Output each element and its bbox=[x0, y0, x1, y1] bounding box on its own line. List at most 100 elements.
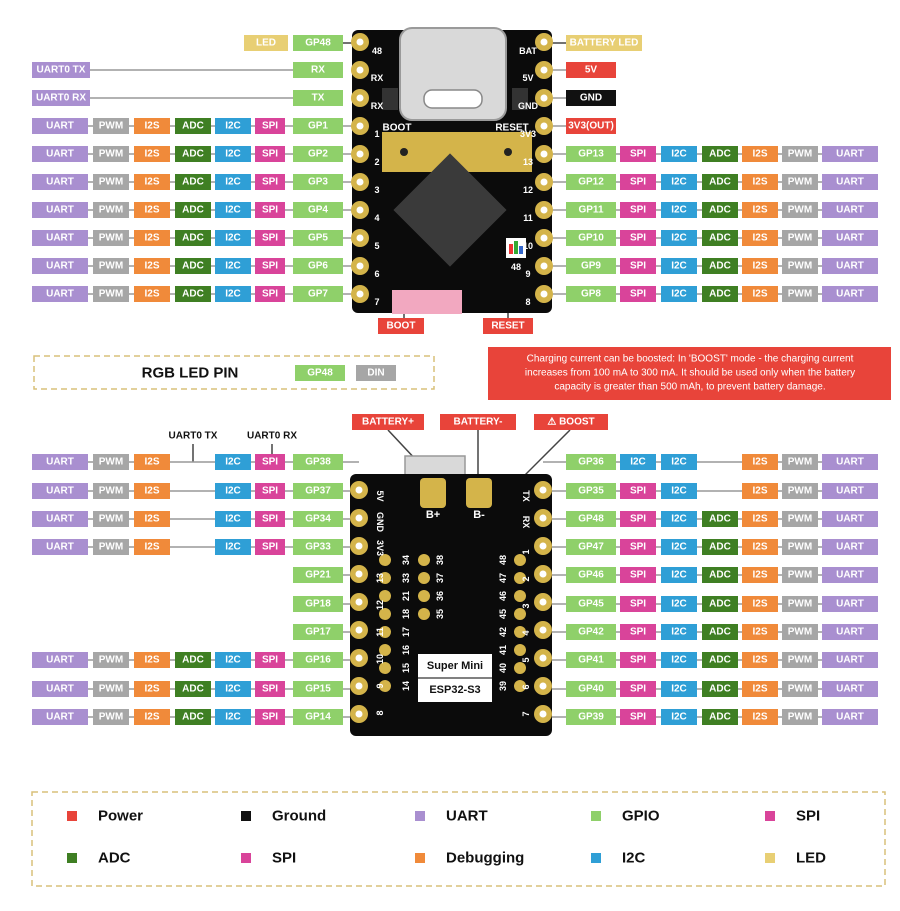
legend-swatch-power bbox=[67, 811, 77, 821]
top-right-spi-tag: SPI bbox=[620, 286, 656, 302]
top-left-spi-tag: SPI bbox=[255, 202, 285, 218]
bottom-pin-gp46-bg bbox=[566, 567, 616, 583]
top-left-i2s-tag-bg bbox=[134, 230, 170, 246]
inner-right-pad bbox=[514, 572, 526, 584]
top-right-pwm-tag: PWM bbox=[782, 146, 818, 162]
top-left-adc-tag-text: ADC bbox=[182, 205, 204, 216]
top-left-uart-tag-bg bbox=[32, 230, 88, 246]
bottom-left-i2s-tag-bg bbox=[134, 454, 170, 470]
bottom-left-i2s-tag-text: I2S bbox=[144, 542, 159, 553]
bottom-right-i2c-tag-bg bbox=[661, 709, 697, 725]
bottom-left-pwm-tag-bg bbox=[93, 483, 129, 499]
top-left-spi-tag-text: SPI bbox=[262, 205, 278, 216]
top-right-i2s-tag-text: I2S bbox=[752, 177, 767, 188]
top-left-spi-tag-bg bbox=[255, 230, 285, 246]
boot-tag: BOOT bbox=[378, 318, 424, 334]
top-right-uart-tag-bg bbox=[822, 202, 878, 218]
bottom-right-i2c-tag: I2C bbox=[661, 709, 697, 725]
top-pin-gp4-bg bbox=[293, 202, 343, 218]
boot-tag-bg bbox=[378, 318, 424, 334]
bottom-right-adc-tag: ADC bbox=[702, 652, 738, 668]
top-left-i2c-tag: I2C bbox=[215, 202, 251, 218]
bottom-right-uart-tag: UART bbox=[822, 652, 878, 668]
bottom-left-uart-tag: UART bbox=[32, 454, 88, 470]
top-left-silk: RX bbox=[371, 101, 384, 111]
bottom-right-spi-tag: SPI bbox=[620, 567, 656, 583]
bottom-left-pwm-tag-text: PWM bbox=[99, 684, 123, 695]
bottom-pin-gp40-bg bbox=[566, 681, 616, 697]
inner-mid-pad bbox=[418, 572, 430, 584]
top-left-i2s-tag: I2S bbox=[134, 174, 170, 190]
bottom-left-spi-tag: SPI bbox=[255, 652, 285, 668]
top-left-uart-tag-bg bbox=[32, 118, 88, 134]
bottom-left-adc-tag: ADC bbox=[175, 681, 211, 697]
inner-right-pad bbox=[514, 608, 526, 620]
top-left-i2s-tag-text: I2S bbox=[144, 149, 159, 160]
top-right-pwm-tag: PWM bbox=[782, 286, 818, 302]
bottom-right-adc-tag-bg bbox=[702, 539, 738, 555]
top-left-i2s-tag-text: I2S bbox=[144, 233, 159, 244]
bottom-pin-gp35-text: GP35 bbox=[578, 486, 604, 497]
top-right-i2c-tag-bg bbox=[661, 174, 697, 190]
bottom-pin-gp36: GP36 bbox=[566, 454, 616, 470]
legend-label-debugging: Debugging bbox=[446, 850, 524, 867]
battery-plus-tag: BATTERY+ bbox=[352, 414, 424, 430]
bottom-left-pwm-tag: PWM bbox=[93, 652, 129, 668]
top-right-i2s-tag: I2S bbox=[742, 286, 778, 302]
bottom-left-pwm-tag-text: PWM bbox=[99, 486, 123, 497]
bottom-left-i2c-tag-bg bbox=[215, 511, 251, 527]
top-right-adc-tag-bg bbox=[702, 202, 738, 218]
top-left-spi-tag-text: SPI bbox=[262, 233, 278, 244]
bottom-right-i2c-tag-text: I2C bbox=[671, 570, 687, 581]
bottom-right-num-silk: 7 bbox=[521, 711, 531, 716]
bottom-left-pad-hole bbox=[355, 514, 363, 522]
bottom-left-spi-tag-text: SPI bbox=[262, 684, 278, 695]
bottom-right-num-silk: 2 bbox=[521, 576, 531, 581]
top-left-silk: 48 bbox=[372, 46, 382, 56]
top-left-pad-hole bbox=[356, 290, 364, 298]
top-right-i2s-tag-bg bbox=[742, 146, 778, 162]
bottom-left-spi-tag-bg bbox=[255, 652, 285, 668]
bottom-left-i2c-tag-text: I2C bbox=[225, 457, 241, 468]
top-right-spi-tag-text: SPI bbox=[630, 205, 646, 216]
bottom-left-i2c-tag-text: I2C bbox=[225, 542, 241, 553]
legend-swatch-led bbox=[765, 853, 775, 863]
top-pin-gp1: GP1 bbox=[293, 118, 343, 134]
bottom-right-adc-tag-bg bbox=[702, 681, 738, 697]
top-left-i2s-tag-bg bbox=[134, 174, 170, 190]
top-left-adc-tag: ADC bbox=[175, 286, 211, 302]
bottom-right-pwm-tag: PWM bbox=[782, 681, 818, 697]
bottom-right-i2s-tag-bg bbox=[742, 709, 778, 725]
top-left-adc-tag-bg bbox=[175, 202, 211, 218]
inner-left-num: 34 bbox=[401, 555, 411, 565]
bottom-right-i2s-tag-bg bbox=[742, 652, 778, 668]
bottom-right-pwm-tag-bg bbox=[782, 709, 818, 725]
bottom-right-i2s-tag-text: I2S bbox=[752, 570, 767, 581]
bottom-left-pwm-tag-text: PWM bbox=[99, 514, 123, 525]
top-right-uart-tag-text: UART bbox=[836, 289, 864, 300]
top-left-uart-tag: UART bbox=[32, 230, 88, 246]
top-pin-gp5-text: GP5 bbox=[308, 233, 328, 244]
top-left-spi-tag: SPI bbox=[255, 118, 285, 134]
top-left-i2s-tag-bg bbox=[134, 202, 170, 218]
bottom-left-pwm-tag-bg bbox=[93, 709, 129, 725]
bottom-left-pad-hole bbox=[355, 542, 363, 550]
bottom-pin-gp48-bg bbox=[566, 511, 616, 527]
bottom-right-adc-tag-text: ADC bbox=[709, 684, 731, 695]
top-left-uart-tag: UART bbox=[32, 258, 88, 274]
top-left-pwm-tag: PWM bbox=[93, 258, 129, 274]
power-tag-5v: 5V bbox=[566, 62, 616, 78]
top-pin-gp4: GP4 bbox=[293, 202, 343, 218]
top-left-i2s-tag: I2S bbox=[134, 286, 170, 302]
top-right-adc-tag-bg bbox=[702, 258, 738, 274]
bottom-pin-gp14-text: GP14 bbox=[305, 712, 331, 723]
top-left-i2c-tag: I2C bbox=[215, 118, 251, 134]
bottom-left-uart-tag-bg bbox=[32, 681, 88, 697]
module-chip: ESP32-S3 bbox=[429, 684, 480, 696]
top-right-pad-hole bbox=[540, 38, 548, 46]
top-left-i2s-tag-text: I2S bbox=[144, 121, 159, 132]
top-left-i2s-tag: I2S bbox=[134, 146, 170, 162]
rgb-din-tag: DIN bbox=[356, 365, 396, 381]
